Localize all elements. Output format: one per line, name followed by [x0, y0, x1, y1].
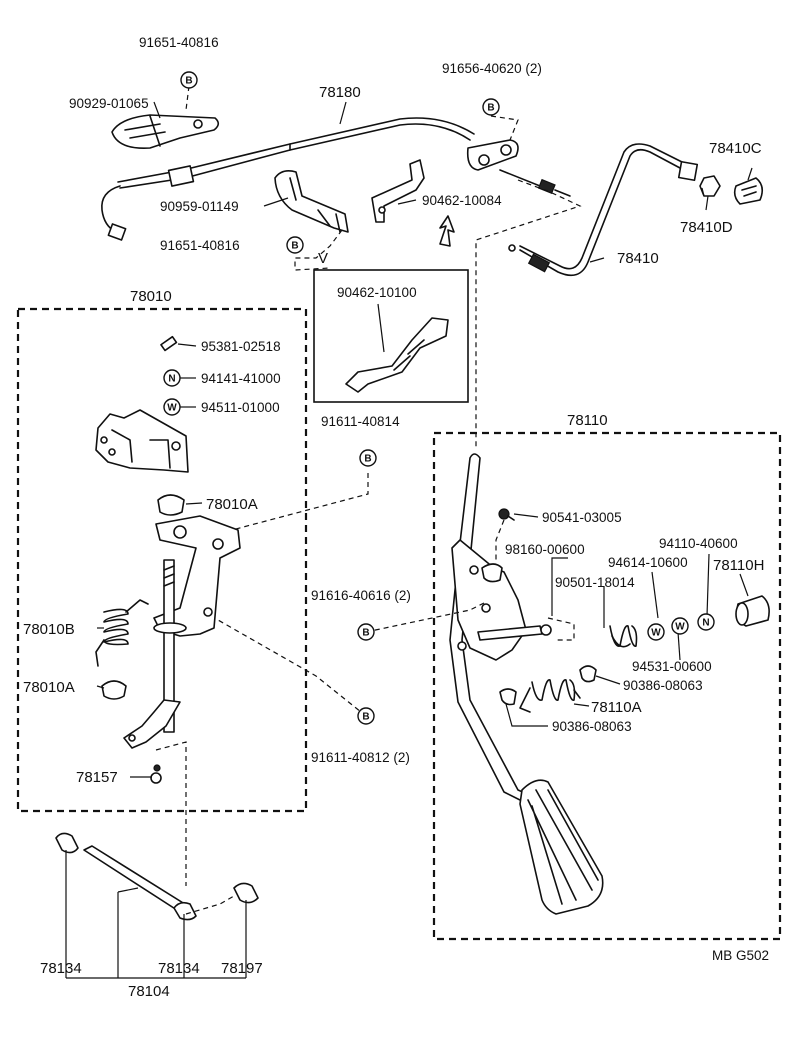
label-78010A-bottom: 78010A [23, 679, 75, 696]
bolt-symbol-91611-40812: B [357, 707, 375, 725]
view-v-marker: V [318, 250, 328, 267]
bushing-90386-08063-a [579, 665, 597, 683]
label-78110H: 78110H [713, 557, 764, 574]
nut-symbol-94110-40600: N [697, 613, 715, 631]
label-94614-10600: 94614-10600 [608, 555, 688, 570]
part-labels: 91651-40816 90929-01065 78180 91656-4062… [23, 35, 769, 1000]
washer-symbol-94531-00600: W [671, 617, 689, 635]
label-91651-40816-mid: 91651-40816 [160, 238, 240, 253]
label-78410C: 78410C [709, 140, 762, 157]
assembly-box-78110 [432, 431, 782, 941]
svg-text:B: B [291, 241, 298, 252]
label-78010: 78010 [130, 288, 172, 305]
bolt-symbol-91616-40616: B [357, 623, 375, 641]
bolt-symbol-91651-40816-mid: B [286, 236, 304, 254]
label-91656-40620: 91656-40620 (2) [442, 61, 542, 76]
throttle-link-body [95, 409, 189, 473]
pin-95381-02518 [160, 335, 178, 352]
washer-symbol-94614-10600: W [647, 623, 665, 641]
label-94531-00600: 94531-00600 [632, 659, 712, 674]
bushing-78010A-bottom [101, 680, 127, 700]
bracket-98160-00600 [481, 563, 503, 583]
label-78110: 78110 [567, 412, 608, 429]
bolt-symbol-91651-40816-top: B [180, 71, 198, 89]
label-78410D: 78410D [680, 219, 733, 236]
washer-symbol-94511-01000: W [163, 398, 181, 416]
bushing-90386-08063-b [499, 688, 517, 706]
svg-text:W: W [651, 628, 661, 639]
spring-78010B [95, 599, 149, 667]
svg-text:N: N [168, 374, 175, 385]
label-90501-18014: 90501-18014 [555, 575, 635, 590]
label-94141-41000: 94141-41000 [201, 371, 281, 386]
label-90959-01149: 90959-01149 [160, 199, 239, 214]
label-91611-40814: 91611-40814 [321, 414, 400, 429]
svg-text:B: B [487, 103, 494, 114]
label-91651-40816-top: 91651-40816 [139, 35, 219, 50]
cable-78410 [508, 143, 764, 277]
label-78010B: 78010B [23, 621, 75, 638]
bolt-symbol-91611-40814: B [359, 449, 377, 467]
svg-text:B: B [362, 712, 369, 723]
assembly-box-78010 [16, 307, 308, 813]
label-90386-08063-b: 90386-08063 [552, 719, 632, 734]
bracket-90929-01065 [111, 114, 220, 149]
label-91616-40616: 91616-40616 (2) [311, 588, 411, 603]
lever-shaft-assembly [123, 515, 241, 749]
svg-text:B: B [185, 76, 192, 87]
label-91611-40812: 91611-40812 (2) [311, 750, 410, 765]
label-90929-01065: 90929-01065 [69, 96, 149, 111]
label-94511-01000: 94511-01000 [201, 400, 280, 415]
label-78110A: 78110A [591, 699, 642, 716]
spring-78110A [519, 679, 581, 713]
bracket-90462-10084 [371, 159, 455, 247]
label-78197: 78197 [221, 960, 263, 977]
nut-symbol-94141-41000: N [163, 369, 181, 387]
label-78134-right: 78134 [158, 960, 200, 977]
label-78180: 78180 [319, 84, 361, 101]
label-78104: 78104 [128, 983, 170, 1000]
spring-90501-18014 [609, 625, 638, 648]
svg-text:B: B [364, 454, 371, 465]
svg-text:B: B [362, 628, 369, 639]
label-78157: 78157 [76, 769, 118, 786]
svg-text:N: N [702, 618, 709, 629]
leader-lines [65, 101, 753, 979]
label-90462-10100: 90462-10100 [337, 285, 417, 300]
clip-78157 [150, 764, 162, 784]
connector-lines [155, 85, 582, 915]
label-90541-03005: 90541-03005 [542, 510, 622, 525]
diagram-code: MB G502 [712, 948, 769, 963]
label-90462-10084: 90462-10084 [422, 193, 502, 208]
cable-78180 [101, 117, 571, 241]
label-98160-00600: 98160-00600 [505, 542, 585, 557]
screw-90541-03005 [498, 508, 515, 521]
label-94110-40600: 94110-40600 [659, 536, 738, 551]
label-78010A-top: 78010A [206, 496, 258, 513]
svg-text:W: W [675, 622, 685, 633]
bracket-90959-01149 [274, 170, 349, 233]
bracket-90462-10100 [345, 317, 449, 393]
label-78410: 78410 [617, 250, 659, 267]
bolt-symbol-91656-40620: B [482, 98, 500, 116]
label-90386-08063-a: 90386-08063 [623, 678, 703, 693]
rod-78104 [55, 832, 259, 921]
svg-text:W: W [167, 403, 177, 414]
view-v-inset [313, 269, 469, 403]
label-78134-left: 78134 [40, 960, 82, 977]
label-95381-02518: 95381-02518 [201, 339, 281, 354]
accelerator-pedal-arm [449, 453, 604, 915]
stopper-78110H [735, 595, 770, 627]
bushing-78010A-top [157, 494, 185, 516]
